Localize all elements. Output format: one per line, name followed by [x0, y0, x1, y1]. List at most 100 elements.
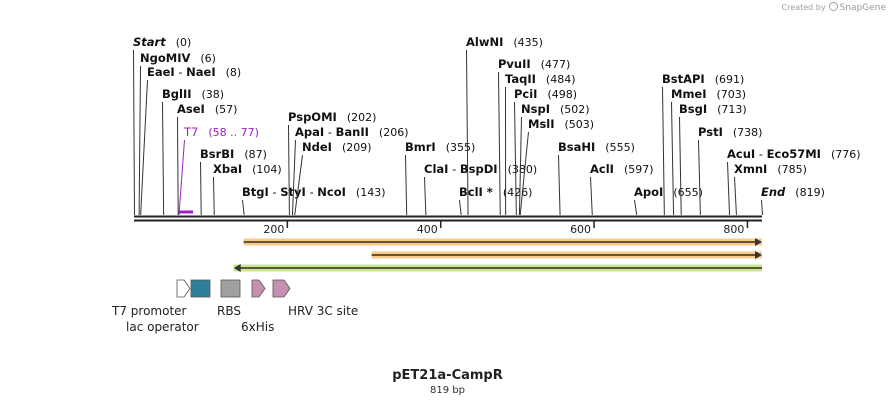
site-position: (785) [777, 163, 807, 176]
site-line-bsrbi [200, 161, 202, 216]
site-position: (655) [673, 186, 703, 199]
site-position: (58 .. 77) [208, 126, 259, 139]
site-name: AlwNI [466, 35, 503, 49]
ruler-label-200: 200 [263, 223, 284, 236]
site-line-bmri [405, 154, 408, 216]
site-name: AseI [177, 102, 205, 116]
site-position: (477) [541, 58, 571, 71]
site-line-start [133, 49, 135, 216]
site-position: (435) [513, 36, 543, 49]
site-name: T7 [183, 125, 198, 139]
site-line-bcli [459, 199, 462, 216]
hrv-3c-site-glyph [272, 279, 291, 298]
site-line-bstapi [662, 86, 665, 216]
site-line-bglii [162, 101, 165, 216]
plasmid-name: pET21a-CampR [392, 368, 503, 383]
site-line-xbai [213, 176, 215, 216]
site-label-alwni: AlwNI (435) [466, 35, 543, 49]
site-line-eaei-naei [140, 79, 148, 216]
site-position: (87) [244, 148, 267, 161]
ruler-label-400: 400 [417, 223, 438, 236]
site-label-bmri: BmrI(355) [405, 140, 475, 154]
site-line-end [761, 199, 763, 216]
site-line-acli [590, 176, 593, 216]
site-line-t7 [178, 139, 185, 216]
site-name: XbaI [213, 162, 242, 176]
site-label-asei: AseI(57) [177, 102, 237, 116]
orange-arrow-2 [371, 251, 762, 259]
site-line-mmei [671, 101, 675, 216]
site-label-bsahi: BsaHI(555) [558, 140, 635, 154]
site-label-ngomiv: NgoMIV(6) [140, 51, 216, 65]
site-name: NspI [521, 102, 550, 116]
credit-brand: SnapGene [839, 3, 886, 13]
site-name: ClaI [424, 162, 448, 176]
site-label-end: End(819) [761, 185, 825, 199]
site-name: Start [133, 35, 166, 49]
site-name: PspOMI [288, 110, 337, 124]
site-label-psti: PstI(738) [698, 125, 762, 139]
snapgene-logo-icon [828, 2, 838, 11]
site-position: (202) [347, 111, 377, 124]
site-line-asei [177, 116, 179, 216]
6xhis-glyph [251, 279, 266, 298]
site-line-nspi [518, 116, 522, 216]
site-label-pvuii: PvuII(477) [498, 57, 570, 71]
t7-promoter-label: T7 promoter [111, 304, 187, 318]
site-label-ndei: NdeI (209) [302, 140, 372, 154]
site-name: BspDI [460, 162, 498, 176]
site-name: PstI [698, 125, 723, 139]
site-name: EaeI [147, 65, 175, 79]
site-name: End [761, 185, 786, 199]
site-line-clai-bspdi [424, 176, 427, 216]
site-name: XmnI [734, 162, 767, 176]
site-label-xmni: XmnI (785) [734, 162, 807, 176]
site-line-msli [519, 131, 529, 216]
site-name: BclI * [459, 185, 493, 199]
site-name: MslI [528, 117, 555, 131]
site-position: (206) [379, 126, 409, 139]
site-name: NaeI [186, 65, 215, 79]
site-name: NdeI [302, 140, 332, 154]
site-label-bglii: BglII(38) [162, 87, 224, 101]
site-label-pcii: PciI(498) [514, 87, 577, 101]
site-label-mmei: MmeI(703) [671, 87, 746, 101]
site-label-acli: AclI(597) [590, 162, 654, 176]
site-position: (691) [715, 73, 745, 86]
site-label-bsgi: BsgI(713) [679, 102, 747, 116]
site-position: (6) [200, 52, 216, 65]
site-name: BstAPI [662, 72, 705, 86]
site-label-bsrbi: BsrBI (87) [200, 147, 267, 161]
site-label-pspomi: PspOMI (202) [288, 110, 376, 124]
site-line-ngomiv [138, 65, 141, 216]
site-line-acui-eco57mi [727, 161, 731, 216]
site-line-psti [698, 139, 701, 216]
site-label-msli: MslI(503) [528, 117, 594, 131]
site-position: (209) [342, 141, 372, 154]
site-position: (776) [831, 148, 861, 161]
site-line-apai-banii [291, 139, 296, 216]
site-name: NcoI [317, 185, 346, 199]
site-name: BmrI [405, 140, 436, 154]
site-name: BsrBI [200, 147, 234, 161]
site-line-apoi [634, 199, 638, 216]
site-label-taqii: TaqII(484) [505, 72, 576, 86]
site-position: (555) [605, 141, 635, 154]
site-label-t7: T7 (58 .. 77) [183, 125, 259, 139]
site-name: MmeI [671, 87, 707, 101]
site-label-nspi: NspI(502) [521, 102, 590, 116]
site-name: TaqII [505, 72, 536, 86]
site-label-eaei-naei: EaeI - NaeI(8) [147, 65, 241, 79]
rbs-glyph [220, 279, 241, 298]
site-label-bstapi: BstAPI (691) [662, 72, 744, 86]
site-name: AcuI [727, 147, 755, 161]
orange-arrow-1 [243, 238, 763, 246]
site-position: (104) [252, 163, 282, 176]
site-name: AclI [590, 162, 614, 176]
site-position: (380) [508, 163, 538, 176]
site-position: (0) [176, 36, 192, 49]
t7-promoter-glyph [176, 279, 191, 298]
arrow-head [233, 264, 241, 272]
